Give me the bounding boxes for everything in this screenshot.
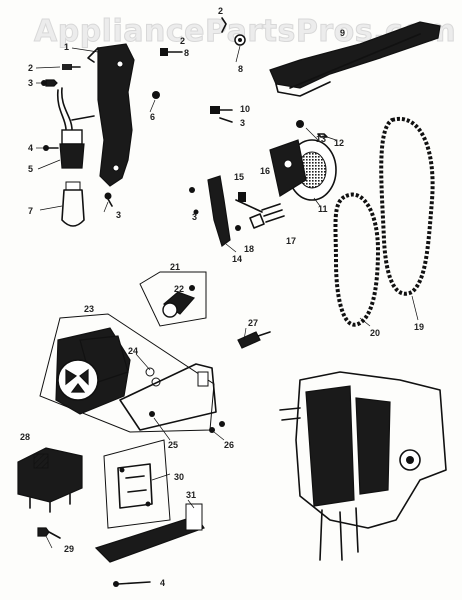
part-belt-19 [379,116,435,296]
part-nut-6 [152,91,160,99]
callout-10: 10 [240,104,250,114]
callout-7: 7 [28,206,33,216]
part-bolt-27 [237,331,271,349]
callout-3-lower: 3 [116,210,121,220]
part-belt-20 [333,192,381,327]
callout-16: 16 [260,166,270,176]
callout-8: 8 [184,48,189,58]
callout-2: 2 [28,63,33,73]
callout-1: 1 [64,42,69,52]
part-motor-pulley-21 [139,271,207,327]
callout-2-top: 2 [218,6,223,16]
part-screw-3 [104,192,113,207]
callout-28: 28 [20,432,30,442]
callout-5: 5 [28,164,33,174]
callout-29: 29 [64,544,74,554]
callout-13: 13 [316,134,326,144]
callout-24: 24 [128,346,138,356]
part-mounting-plate-31 [94,503,205,587]
leader-lines [35,45,419,549]
callout-20: 20 [370,328,380,338]
callout-23: 23 [84,304,94,314]
part-screws-top-left [41,64,81,87]
callout-21: 21 [170,262,180,272]
part-screw-29 [37,527,61,539]
callout-2-mid: 2 [180,36,185,46]
part-motor-assembly-23 [39,313,215,433]
callout-22: 22 [174,284,184,294]
callout-11: 11 [318,204,328,214]
part-controller-28 [17,447,83,513]
part-linkage-14-18 [189,175,285,247]
callout-3-right: 3 [240,118,245,128]
part-screw-10 [210,106,233,123]
callout-25: 25 [168,440,178,450]
callout-30: 30 [174,472,184,482]
callout-15: 15 [234,172,244,182]
callout-6: 6 [150,112,155,122]
callout-17: 17 [286,236,296,246]
part-top-small-screws [160,17,246,56]
part-machine-head [279,371,447,561]
callout-12: 12 [334,138,344,148]
callout-3-mid: 3 [192,212,197,222]
callout-19: 19 [414,322,424,332]
callout-26: 26 [224,440,234,450]
callout-4: 4 [28,143,33,153]
part-lamp-bulb [61,181,85,227]
callout-27: 27 [248,318,258,328]
callout-9: 9 [340,28,345,38]
part-motor-bracket-24 [119,363,225,433]
callout-18: 18 [244,244,254,254]
callout-4-bottom: 4 [160,578,165,588]
callout-31: 31 [186,490,196,500]
part-pulley-housing-11 [269,139,337,201]
part-upper-bracket [87,43,135,187]
callout-14: 14 [232,254,242,264]
part-terminal-block-30 [103,439,171,529]
part-lamp-socket [43,87,95,169]
callout-3: 3 [28,78,33,88]
callout-8-top: 8 [238,64,243,74]
part-long-rack-9 [269,21,441,97]
callout-labels: 1 2 2 3 3 4 5 6 7 8 8 9 10 11 12 13 14 1… [20,6,424,588]
